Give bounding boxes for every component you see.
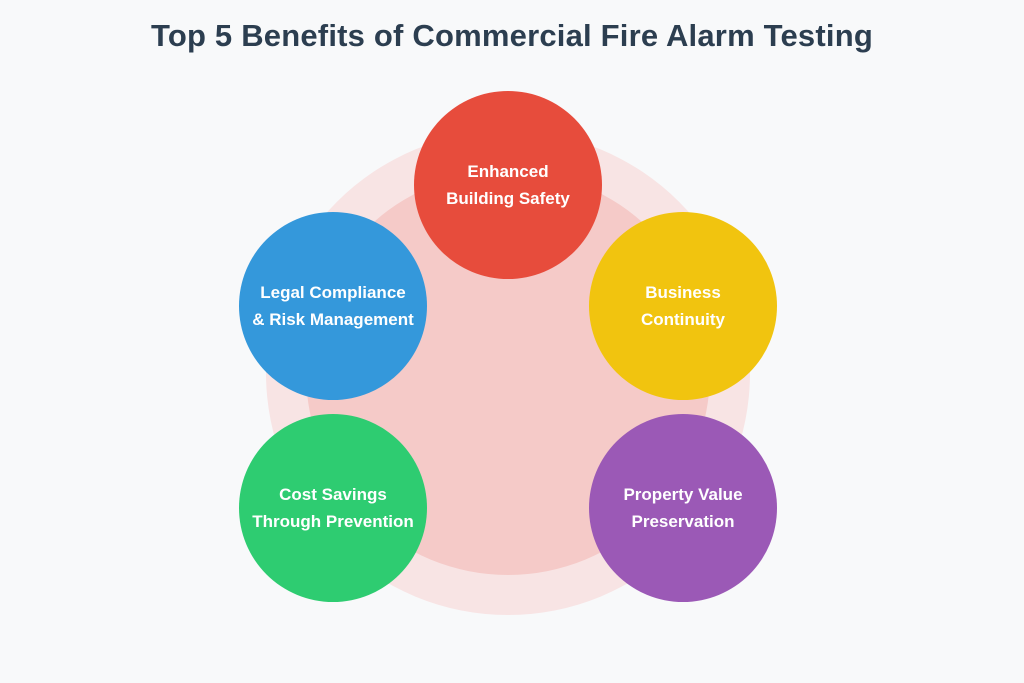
benefit-label: Cost Savings Through Prevention [252,485,414,531]
benefit-label: Legal Compliance & Risk Management [252,283,414,329]
benefit-label: Enhanced Building Safety [446,162,570,208]
benefit-circle-business-continuity: Business Continuity [589,212,777,400]
benefit-circle-property-value-preservation: Property Value Preservation [589,414,777,602]
benefit-circle-cost-savings: Cost Savings Through Prevention [239,414,427,602]
benefit-label: Business Continuity [640,283,726,329]
benefit-circle-enhanced-building-safety: Enhanced Building Safety [414,91,602,279]
benefit-circle-legal-compliance: Legal Compliance & Risk Management [239,212,427,400]
benefit-label: Property Value Preservation [623,485,743,531]
page-title: Top 5 Benefits of Commercial Fire Alarm … [151,18,873,53]
